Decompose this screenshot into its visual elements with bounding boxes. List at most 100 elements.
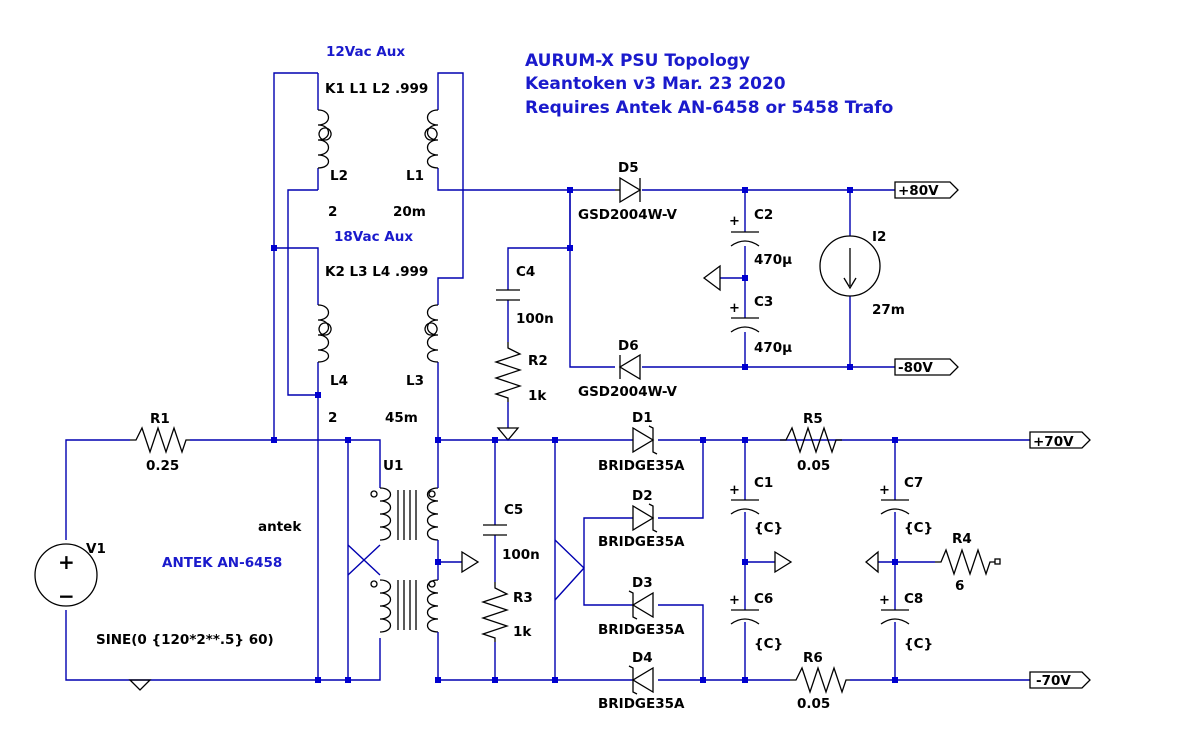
diode-D6 — [618, 353, 641, 381]
label-i2-value: 27m — [872, 302, 905, 318]
junction-nodes — [271, 187, 898, 683]
capacitor-C8: + — [879, 593, 910, 625]
diode-D5 — [615, 176, 642, 204]
resistor-R2 — [493, 342, 523, 402]
label-u1-value: antek — [258, 519, 302, 535]
resistor-R3 — [480, 582, 510, 642]
primary-wiring — [65, 439, 381, 681]
svg-text:-70V: -70V — [1036, 673, 1071, 689]
diode-D2 — [632, 503, 658, 533]
aux-wiring — [273, 72, 571, 680]
label-d4-value: BRIDGE35A — [598, 696, 685, 712]
inductor-L1 — [424, 109, 439, 169]
voltage-source-V1: + − — [34, 543, 98, 608]
label-r3-name: R3 — [513, 590, 533, 606]
label-u1-model: ANTEK AN-6458 — [162, 555, 282, 571]
resistor-R4 — [935, 547, 1001, 577]
label-r6-name: R6 — [803, 650, 823, 666]
capacitor-C1: + — [729, 483, 760, 515]
capacitor-C7: + — [879, 483, 910, 515]
label-r1-value: 0.25 — [146, 458, 179, 474]
label-c2-name: C2 — [754, 207, 773, 223]
label-c8-value: {C} — [904, 636, 933, 652]
svg-text:−: − — [58, 584, 75, 608]
inductor-L4 — [317, 304, 332, 363]
label-c5-value: 100n — [502, 547, 540, 563]
label-d2-name: D2 — [632, 488, 653, 504]
label-c1-value: {C} — [754, 520, 783, 536]
resistor-R1 — [130, 425, 190, 455]
current-source-I2 — [819, 235, 881, 297]
label-r1-name: R1 — [150, 411, 170, 427]
label-l2-value: 2 — [328, 204, 337, 220]
title-line-1: AURUM-X PSU Topology — [525, 51, 750, 71]
label-12vac-aux: 12Vac Aux — [326, 44, 405, 60]
label-l1-name: L1 — [406, 168, 424, 184]
label-c1-name: C1 — [754, 475, 773, 491]
bridge-wiring — [554, 439, 895, 681]
resistor-R6 — [790, 665, 850, 695]
inductor-L2 — [317, 109, 332, 169]
transformer-U1 — [370, 487, 439, 633]
ground-symbol-primary — [128, 679, 152, 691]
capacitor-C5 — [483, 524, 507, 536]
label-d2-value: BRIDGE35A — [598, 534, 685, 550]
label-r5-name: R5 — [803, 411, 823, 427]
label-d1-name: D1 — [632, 410, 653, 426]
title-line-3: Requires Antek AN-6458 or 5458 Trafo — [525, 98, 893, 118]
svg-text:+: + — [729, 301, 740, 316]
label-l3-value: 45m — [385, 410, 418, 426]
label-d3-value: BRIDGE35A — [598, 622, 685, 638]
label-v1-value: SINE(0 {120*2**.5} 60) — [96, 632, 274, 648]
ground-symbol-r2 — [496, 427, 520, 442]
port-plus-70v: +70V — [1029, 431, 1091, 450]
ground-symbol-c7c8 — [864, 550, 879, 574]
label-r4-name: R4 — [952, 531, 972, 547]
label-d5-value: GSD2004W-V — [578, 207, 677, 223]
label-k1-coupling: K1 L1 L2 .999 — [325, 81, 428, 97]
label-v1-name: V1 — [86, 541, 106, 557]
svg-text:+: + — [58, 550, 75, 574]
svg-text:+: + — [879, 483, 890, 498]
svg-text:+: + — [729, 483, 740, 498]
label-c3-value: 470µ — [754, 340, 792, 356]
label-u1-name: U1 — [383, 458, 403, 474]
label-c3-name: C3 — [754, 294, 773, 310]
ground-symbol-80v — [702, 264, 721, 292]
label-d6-name: D6 — [618, 338, 639, 354]
capacitor-C6: + — [729, 593, 760, 625]
diode-D3 — [628, 590, 654, 620]
label-c6-value: {C} — [754, 636, 783, 652]
inductor-L3 — [424, 304, 439, 363]
svg-text:+: + — [879, 593, 890, 608]
label-d5-name: D5 — [618, 160, 639, 176]
label-c4-name: C4 — [516, 264, 535, 280]
label-l4-name: L4 — [330, 373, 348, 389]
label-d3-name: D3 — [632, 575, 653, 591]
capacitor-C4 — [496, 289, 520, 301]
label-l2-name: L2 — [330, 168, 348, 184]
label-18vac-aux: 18Vac Aux — [334, 229, 413, 245]
label-k2-coupling: K2 L3 L4 .999 — [325, 264, 428, 280]
label-c4-value: 100n — [516, 311, 554, 327]
resistor-R5 — [780, 425, 842, 455]
title-line-2: Keantoken v3 Mar. 23 2020 — [525, 74, 786, 94]
label-r5-value: 0.05 — [797, 458, 830, 474]
label-l4-value: 2 — [328, 410, 337, 426]
label-l1-value: 20m — [393, 204, 426, 220]
label-c2-value: 470µ — [754, 252, 792, 268]
port-minus-80v: -80V — [894, 358, 959, 376]
port-minus-70v: -70V — [1029, 671, 1091, 689]
label-d4-name: D4 — [632, 650, 653, 666]
label-i2-name: I2 — [872, 229, 886, 245]
label-r2-value: 1k — [528, 388, 547, 404]
label-d6-value: GSD2004W-V — [578, 384, 677, 400]
port-plus-80v: +80V — [894, 181, 959, 199]
svg-text:+: + — [729, 593, 740, 608]
label-r4-value: 6 — [955, 578, 964, 594]
label-c6-name: C6 — [754, 591, 773, 607]
diode-D1 — [632, 425, 658, 455]
diode-D4 — [628, 665, 654, 695]
svg-text:-80V: -80V — [898, 360, 933, 376]
